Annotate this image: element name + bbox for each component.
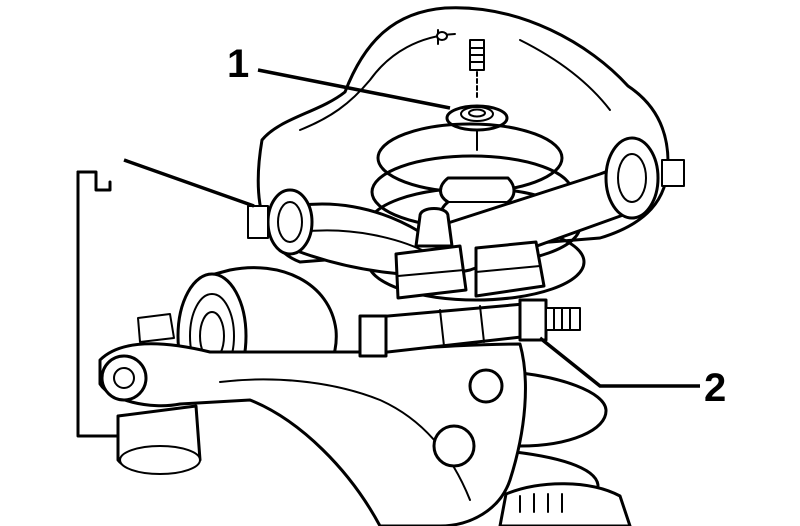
frame-bracket (76, 170, 124, 438)
leader-lines (123, 68, 700, 388)
ball-joint-caps (394, 207, 546, 300)
upper-control-arm (247, 136, 685, 277)
callout-number-2: 2 (704, 366, 727, 410)
balljoint-clamp-bolt (358, 298, 581, 358)
lower-control-arm (98, 313, 527, 526)
callout-number-1: 1 (227, 42, 250, 86)
strut-top-mount (445, 39, 509, 151)
hub-carrier (498, 482, 632, 526)
